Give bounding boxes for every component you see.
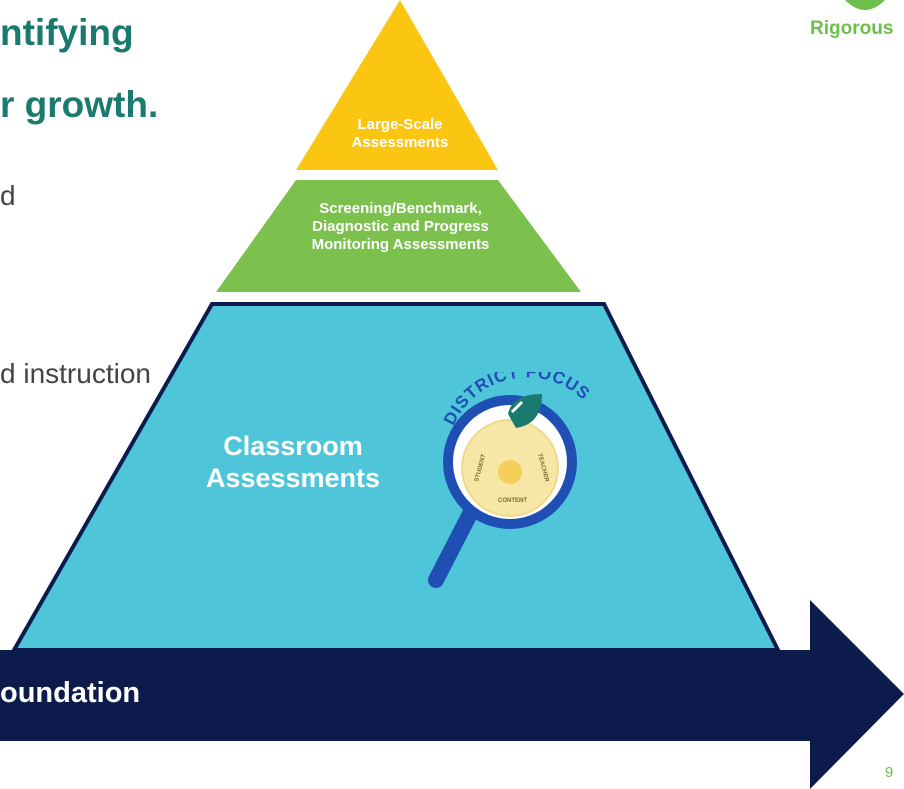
slide-title-line-1: ntifying: [0, 12, 134, 53]
tier-label-classroom: Classroom Assessments: [178, 430, 408, 495]
leaf-check-icon: [510, 400, 524, 414]
foundation-arrow: [0, 600, 904, 789]
body-text-fragment-1: d: [0, 180, 16, 211]
tier-label-large-scale-text: Large-Scale Assessments: [351, 116, 449, 151]
body-text-fragment-2: d instruction: [0, 358, 151, 389]
leaf-icon: [508, 394, 542, 428]
tier-label-large-scale: Large-Scale Assessments: [310, 116, 490, 152]
tier-label-screening: Screening/Benchmark, Diagnostic and Prog…: [268, 200, 533, 254]
pyramid-tier-screening: [216, 180, 581, 292]
foundation-label: oundation: [0, 677, 141, 709]
badge-label: Rigorous: [810, 18, 894, 39]
apple-center: [498, 460, 522, 484]
apple-label-content: CONTENT: [498, 498, 527, 504]
magnifier-handle: [428, 502, 480, 588]
district-focus-emblem: DISTRICT FOCUS STUDENT TEACHER CONTENT: [428, 372, 593, 588]
badge-circle-icon: [845, 0, 885, 10]
tier-label-classroom-text: Classroom Assessments: [205, 431, 381, 494]
slide-title-line-2: r growth.: [0, 84, 159, 125]
pyramid-tier-large-scale: [296, 0, 498, 170]
slide-number: 9: [885, 764, 894, 781]
tier-label-screening-text: Screening/Benchmark, Diagnostic and Prog…: [311, 200, 490, 253]
